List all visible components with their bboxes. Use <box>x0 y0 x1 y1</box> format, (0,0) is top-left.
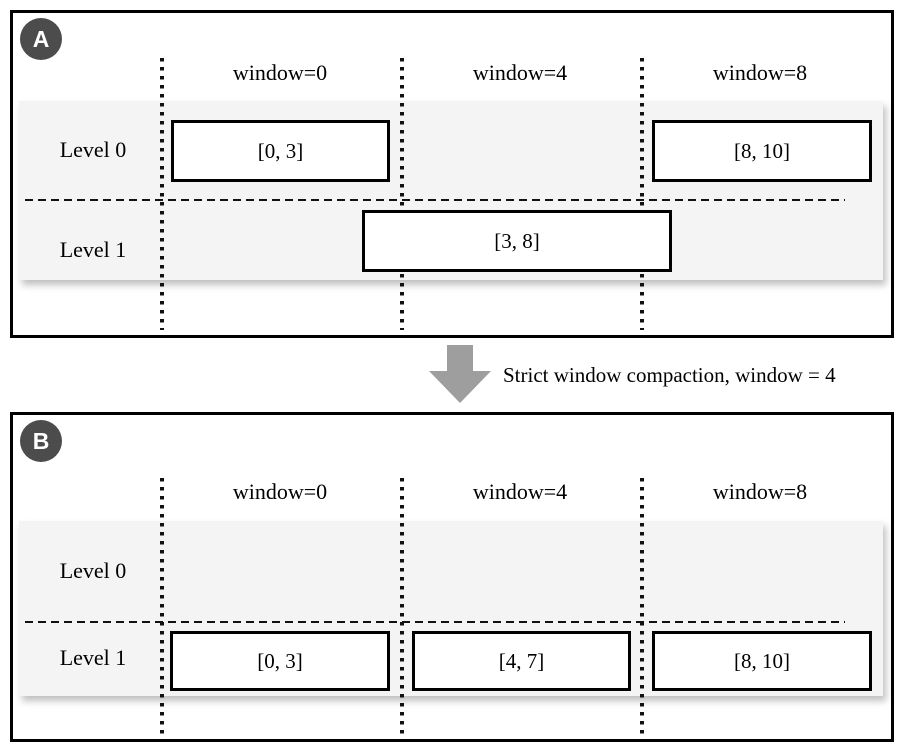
panel-b-badge: B <box>20 420 62 462</box>
sstable-box: [0, 3] <box>171 120 390 182</box>
down-arrow-icon <box>447 345 473 372</box>
level-1-label: Level 1 <box>59 237 127 262</box>
panel-b-after: B window=0 window=4 window=8 Level 0 Lev… <box>10 412 894 742</box>
panel-a-before: A window=0 window=4 window=8 Level 0 Lev… <box>10 10 894 338</box>
column-header-window-8: window=8 <box>712 479 808 504</box>
sstable-box: [8, 10] <box>652 631 872 691</box>
level-0-label: Level 0 <box>59 137 127 162</box>
level-divider-dashed-line <box>25 199 845 201</box>
sstable-box: [3, 8] <box>362 210 672 272</box>
level-1-label: Level 1 <box>59 645 127 670</box>
window-divider-dotted-line <box>640 478 644 737</box>
column-header-window-4: window=4 <box>472 479 568 504</box>
window-divider-dotted-line <box>160 58 164 330</box>
window-divider-dotted-line <box>640 58 644 330</box>
sstable-box: [8, 10] <box>652 120 872 182</box>
window-divider-dotted-line <box>160 478 164 737</box>
panel-a-badge: A <box>20 18 62 60</box>
window-divider-dotted-line <box>400 58 404 330</box>
transition-caption: Strict window compaction, window = 4 <box>503 363 836 387</box>
column-header-window-4: window=4 <box>472 60 568 85</box>
level-0-label: Level 0 <box>59 558 127 583</box>
column-header-window-0: window=0 <box>232 60 328 85</box>
down-arrow-icon <box>429 371 491 403</box>
column-header-window-0: window=0 <box>232 479 328 504</box>
sstable-box: [0, 3] <box>170 631 390 691</box>
level-divider-dashed-line <box>25 621 845 623</box>
column-header-window-8: window=8 <box>712 60 808 85</box>
window-divider-dotted-line <box>400 478 404 737</box>
sstable-box: [4, 7] <box>412 631 631 691</box>
